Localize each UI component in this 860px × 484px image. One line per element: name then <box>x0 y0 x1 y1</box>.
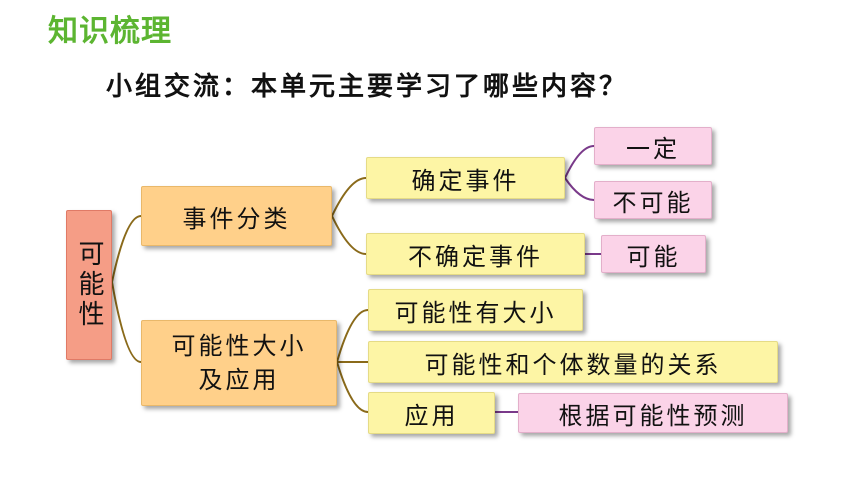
node-possibility-has-size-label: 可能性有大小 <box>394 298 557 327</box>
node-uncertain-event: 不确定事件 <box>366 233 585 275</box>
node-possibility-quantity-relation: 可能性和个体数量的关系 <box>368 341 778 383</box>
connector-root-classification <box>111 215 142 283</box>
leaf-definitely: 一定 <box>594 127 712 165</box>
node-possibility-has-size: 可能性有大小 <box>368 289 583 331</box>
root-node: 可能性 <box>66 210 112 360</box>
leaf-predict-by-possibility-label: 根据可能性预测 <box>558 401 748 430</box>
connector-certain-impossible <box>564 177 595 201</box>
connector-size-application <box>336 361 369 413</box>
root-node-label: 可能性 <box>74 240 104 330</box>
node-application-label: 应用 <box>404 401 459 430</box>
discussion-question: 小组交流：本单元主要学习了哪些内容？ <box>106 72 629 102</box>
node-uncertain-event-label: 不确定事件 <box>408 242 543 271</box>
leaf-definitely-label: 一定 <box>626 134 680 163</box>
node-certain-event-label: 确定事件 <box>411 166 520 195</box>
leaf-possible-label: 可能 <box>626 242 681 271</box>
connector-classification-uncertain <box>331 215 367 255</box>
branch-possibility-size: 可能性大小 及应用 <box>141 320 337 406</box>
connector-root-size <box>111 281 142 363</box>
leaf-impossible: 不可能 <box>594 181 712 219</box>
node-application: 应用 <box>368 392 495 434</box>
page-title: 知识梳理 <box>48 14 172 49</box>
node-certain-event: 确定事件 <box>366 157 565 199</box>
branch-event-classification: 事件分类 <box>141 186 332 246</box>
branch-possibility-size-line2: 及应用 <box>198 366 280 394</box>
node-possibility-quantity-relation-label: 可能性和个体数量的关系 <box>424 350 722 379</box>
leaf-possible: 可能 <box>601 235 706 273</box>
connector-size-has-size <box>336 309 369 363</box>
connector-classification-certain <box>331 177 367 217</box>
connector-certain-definitely <box>564 145 595 179</box>
leaf-predict-by-possibility: 根据可能性预测 <box>518 393 788 433</box>
leaf-impossible-label: 不可能 <box>612 188 694 217</box>
branch-possibility-size-line1: 可能性大小 <box>171 332 307 360</box>
branch-event-classification-label: 事件分类 <box>182 204 291 233</box>
